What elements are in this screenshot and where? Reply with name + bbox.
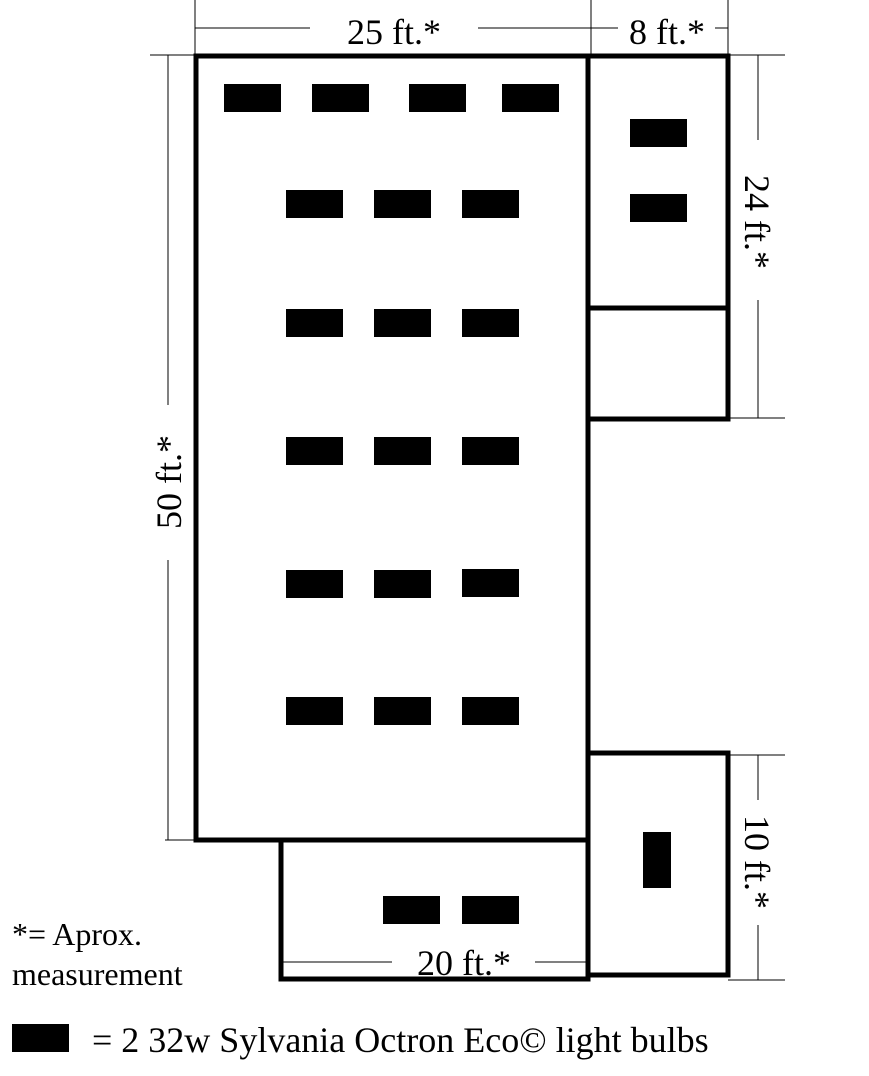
light-fixture <box>312 84 369 112</box>
light-fixture <box>409 84 466 112</box>
light-fixture <box>462 190 519 218</box>
approx-note-line2: measurement <box>12 956 183 992</box>
legend-text: = 2 32w Sylvania Octron Eco© light bulbs <box>92 1020 709 1060</box>
dimension-top-main: 25 ft.* <box>347 12 441 52</box>
light-fixture <box>286 190 343 218</box>
light-fixture <box>286 309 343 337</box>
dimension-lines <box>150 0 785 981</box>
light-fixture <box>630 194 687 222</box>
light-fixture <box>374 570 431 598</box>
light-fixture <box>462 569 519 597</box>
light-fixture <box>462 437 519 465</box>
legend-light-fixture-icon <box>12 1024 69 1052</box>
light-fixture <box>286 437 343 465</box>
dimension-right-lower: 10 ft.* <box>737 815 777 909</box>
light-fixture <box>374 190 431 218</box>
light-fixture <box>462 309 519 337</box>
light-fixture <box>286 697 343 725</box>
light-fixture <box>374 309 431 337</box>
dimension-right-upper: 24 ft.* <box>737 175 777 269</box>
light-fixture <box>374 437 431 465</box>
upper-right-room-wall <box>585 53 731 311</box>
approx-note-line1: *= Aprox. <box>12 916 142 952</box>
light-fixture <box>374 697 431 725</box>
dimension-top-side: 8 ft.* <box>629 12 705 52</box>
light-fixture <box>630 119 687 147</box>
light-fixture <box>462 697 519 725</box>
light-fixture <box>383 896 440 924</box>
light-fixture <box>286 570 343 598</box>
bottom-room-wall <box>278 837 591 982</box>
dimension-bottom: 20 ft.* <box>417 943 511 983</box>
light-fixtures <box>224 84 687 924</box>
light-fixture <box>643 832 671 888</box>
closet-wall <box>585 305 731 422</box>
light-fixture <box>502 84 559 112</box>
dimension-left: 50 ft.* <box>149 435 189 529</box>
light-fixture <box>224 84 281 112</box>
light-fixture <box>462 896 519 924</box>
